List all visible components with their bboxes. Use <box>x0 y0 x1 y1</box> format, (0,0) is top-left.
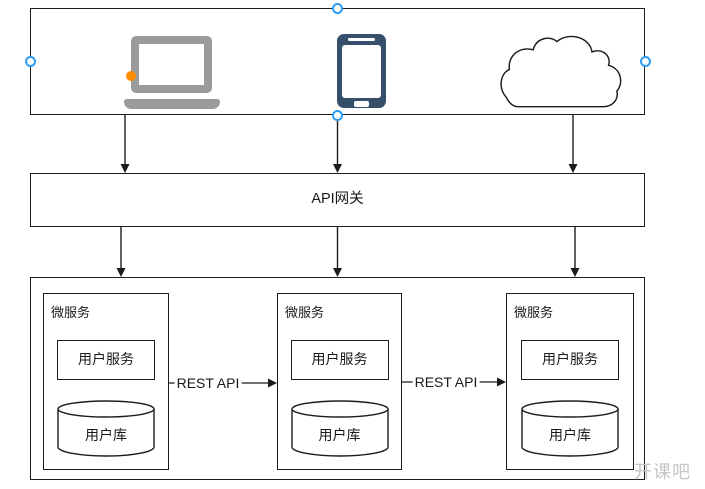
user-service-label: 用户服务 <box>542 351 598 367</box>
arrow-gateway-ms-2 <box>333 227 342 277</box>
user-db-label: 用户库 <box>85 427 127 443</box>
phone-screen <box>342 45 381 98</box>
watermark: 开课吧 <box>634 462 691 482</box>
user-service-box[interactable]: 用户服务 <box>521 340 619 380</box>
phone-home-button <box>354 101 369 107</box>
arrow-clients-gateway-1 <box>120 115 130 173</box>
selection-handle-bottom[interactable] <box>332 109 343 121</box>
clients-box[interactable] <box>30 8 645 115</box>
user-db-cylinder[interactable]: 用户库 <box>521 400 619 457</box>
arrow-gateway-ms-1 <box>116 227 126 277</box>
microservice-title: 微服务 <box>51 305 91 320</box>
microservice-title: 微服务 <box>514 305 554 320</box>
selection-handle-left[interactable] <box>24 55 36 67</box>
user-db-label: 用户库 <box>318 427 361 443</box>
selection-handle-right[interactable] <box>639 55 651 67</box>
user-service-label: 用户服务 <box>78 351 134 367</box>
api-gateway-box[interactable]: API网关 <box>30 173 645 227</box>
user-service-label: 用户服务 <box>311 351 368 367</box>
selection-handle-top[interactable] <box>332 2 343 14</box>
user-db-label: 用户库 <box>549 427 591 443</box>
rest-api-label-2[interactable]: REST API <box>412 374 480 390</box>
microservice-title: 微服务 <box>285 305 325 320</box>
arrow-clients-gateway-3 <box>568 115 578 173</box>
connection-point-dot <box>126 71 136 81</box>
arrow-clients-gateway-2 <box>333 115 342 173</box>
microservice-box-3[interactable]: 微服务 用户服务 用户库 <box>506 293 634 470</box>
user-db-cylinder[interactable]: 用户库 <box>290 400 389 457</box>
cloud-icon[interactable] <box>497 31 623 109</box>
rest-api-label-1[interactable]: REST API <box>174 375 242 391</box>
laptop-icon[interactable] <box>123 35 221 113</box>
phone-speaker <box>348 38 375 41</box>
smartphone-icon[interactable] <box>337 34 386 108</box>
microservice-box-2[interactable]: 微服务 用户服务 用户库 <box>277 293 402 470</box>
microservice-box-1[interactable]: 微服务 用户服务 用户库 <box>43 293 169 470</box>
laptop-screen <box>131 36 212 93</box>
user-service-box[interactable]: 用户服务 <box>57 340 155 380</box>
arrow-gateway-ms-3 <box>570 227 580 277</box>
user-db-cylinder[interactable]: 用户库 <box>57 400 155 457</box>
user-service-box[interactable]: 用户服务 <box>290 340 389 380</box>
laptop-base <box>124 99 220 109</box>
api-gateway-label: API网关 <box>311 191 364 207</box>
